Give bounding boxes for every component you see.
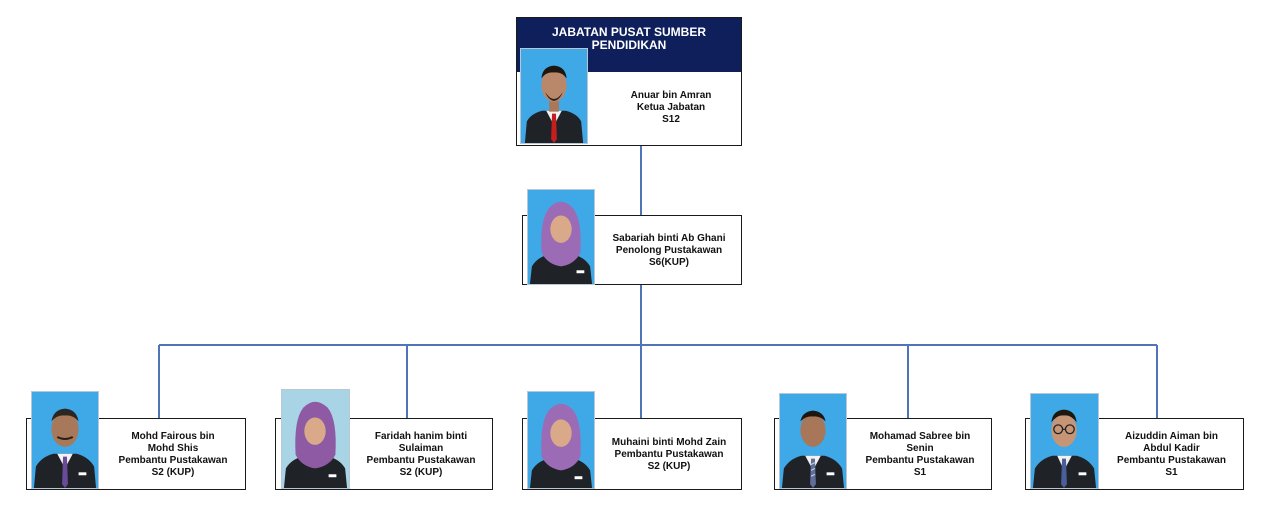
- deputy-grade: S6(KUP): [648, 257, 689, 268]
- staff-5-name-line1: Aizuddin Aiman bin: [1125, 431, 1218, 442]
- deputy-photo-portrait-icon: [527, 189, 595, 285]
- staff-4-name-line2: Senin: [906, 443, 934, 454]
- staff-2-grade: S2 (KUP): [399, 467, 443, 478]
- staff-1-name-line1: Mohd Fairous bin: [131, 431, 215, 442]
- staff-info-3: Muhaini binti Mohd Zain Pembantu Pustaka…: [599, 437, 739, 473]
- staff-5-grade: S1: [1165, 467, 1178, 478]
- staff-3-role: Pembantu Pustakawan: [614, 449, 724, 460]
- department-title-line1: JABATAN PUSAT SUMBER: [551, 25, 706, 39]
- staff-5-name-line2: Abdul Kadir: [1143, 443, 1200, 454]
- head-info: Anuar bin Amran Ketua Jabatan S12: [603, 90, 739, 126]
- staff-info-4: Mohamad Sabree bin Senin Pembantu Pustak…: [851, 431, 989, 479]
- head-name: Anuar bin Amran: [630, 90, 712, 101]
- staff-4-photo-portrait-icon: [779, 393, 847, 489]
- deputy-name: Sabariah binti Ab Ghani: [612, 233, 726, 244]
- staff-1-role: Pembantu Pustakawan: [118, 455, 228, 466]
- staff-1-grade: S2 (KUP): [151, 467, 195, 478]
- staff-3-photo-portrait-icon: [527, 391, 595, 489]
- staff-4-grade: S1: [913, 467, 927, 478]
- staff-4-name-line1: Mohamad Sabree bin: [869, 431, 971, 442]
- staff-info-5: Aizuddin Aiman bin Abdul Kadir Pembantu …: [1102, 431, 1241, 479]
- head-role: Ketua Jabatan: [636, 102, 706, 113]
- staff-2-name-line1: Faridah hanim binti: [374, 431, 468, 442]
- staff-1-name-line2: Mohd Shis: [147, 443, 199, 454]
- staff-3-grade: S2 (KUP): [647, 461, 691, 472]
- deputy-role: Penolong Pustakawan: [615, 245, 723, 256]
- staff-2-photo-portrait-icon: [281, 389, 350, 489]
- deputy-info: Sabariah binti Ab Ghani Penolong Pustaka…: [599, 233, 739, 269]
- staff-2-name-line2: Sulaiman: [398, 443, 444, 454]
- staff-5-photo-portrait-icon: [1030, 393, 1099, 489]
- staff-info-2: Faridah hanim binti Sulaiman Pembantu Pu…: [352, 431, 490, 479]
- staff-5-role: Pembantu Pustakawan: [1117, 455, 1226, 466]
- staff-1-photo-portrait-icon: [31, 391, 99, 489]
- staff-info-1: Mohd Fairous bin Mohd Shis Pembantu Pust…: [103, 431, 243, 479]
- head-photo-portrait-icon: [520, 48, 588, 144]
- head-grade: S12: [662, 114, 680, 125]
- staff-3-name-line1: Muhaini binti Mohd Zain: [611, 437, 727, 448]
- department-title-line2: PENDIDIKAN: [591, 38, 667, 52]
- staff-4-role: Pembantu Pustakawan: [865, 455, 975, 466]
- staff-2-role: Pembantu Pustakawan: [366, 455, 476, 466]
